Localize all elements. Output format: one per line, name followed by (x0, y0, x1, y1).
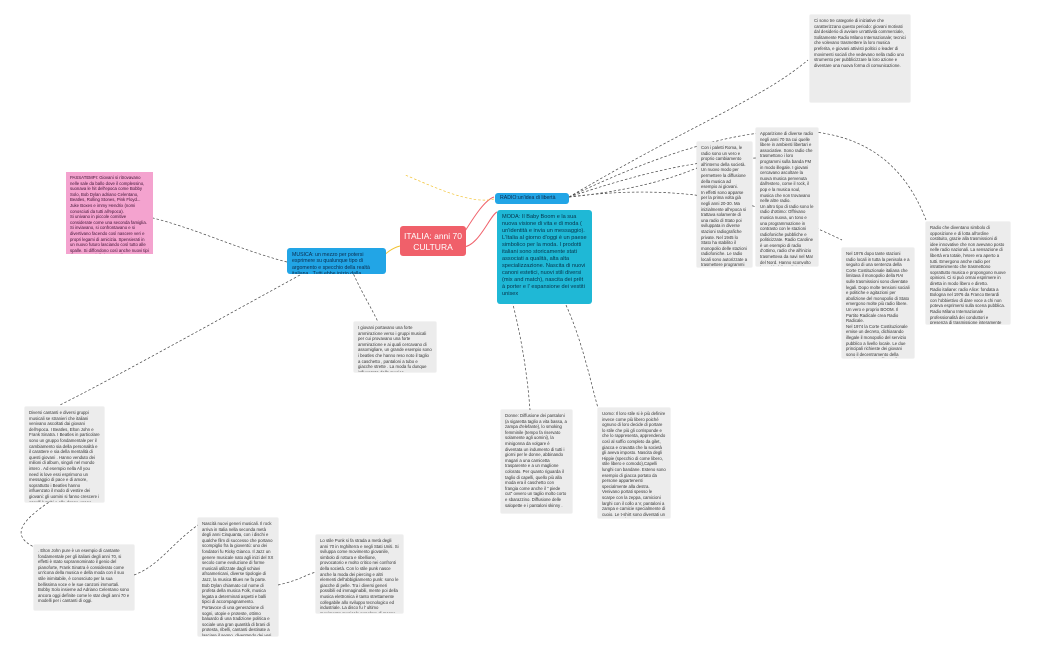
central-topic[interactable]: ITALIA: anni 70 CULTURA (400, 226, 466, 256)
note-giovani-ammirazione: I giovani portavano una forte ammirazion… (354, 322, 436, 372)
link-generi-punk (277, 571, 317, 586)
note-radio-monopoly: Con i paletti Roma, le radio sono un ver… (697, 142, 752, 267)
link-musica-ammirazione (349, 265, 379, 323)
note-uomo: Uomo: Il loro stile si è più definire in… (598, 408, 670, 518)
link-central-radio (461, 196, 495, 237)
branch-musica[interactable]: MUSICA: un mezzo per potersi esprimere s… (287, 248, 386, 274)
note-radio-alice: Radio che diventano simbolo di opposizio… (926, 222, 1010, 324)
link-elton-generi (133, 524, 199, 576)
note-radio-1976: Nel 1976 dopo tante stazioni radio local… (842, 248, 914, 358)
note-radio-apparizione: Apparizione di diverse radio negli anni … (756, 128, 818, 266)
note-punk: Lo stile Punk si fa strada a metà degli … (316, 535, 403, 613)
note-gruppi: Diversi cantanti e diversi gruppi musica… (25, 407, 104, 502)
branch-radio[interactable]: RADIO:un'idea di libertà (495, 193, 569, 204)
note-generi: Nascità nuovi generi musicali. Il rock a… (198, 518, 278, 636)
link-moda-uomo (559, 292, 599, 409)
link-central-moda (461, 211, 498, 248)
link-gruppi-elton (20, 494, 61, 548)
link-musica-passatempi (152, 217, 288, 263)
link-musica-gruppi (59, 274, 301, 406)
link-passatempi (404, 174, 495, 201)
link-radio-top (568, 59, 809, 198)
link-moda-donne (509, 292, 531, 411)
link-radio-monopoly (568, 167, 698, 198)
note-radio-top: Ci sono tre categorie di iniziative che … (810, 15, 910, 102)
branch-moda[interactable]: MODA: Il Baby Boom e la sua nuova vision… (497, 210, 592, 304)
note-donne: Donne: Diffusione dei pantaloni (a sigar… (501, 410, 572, 513)
note-passatempi: PASSATEMPI: Giovani si ritrovavano nelle… (66, 172, 153, 254)
note-elton: . Elton John pure è un esempio di cantan… (34, 545, 134, 610)
